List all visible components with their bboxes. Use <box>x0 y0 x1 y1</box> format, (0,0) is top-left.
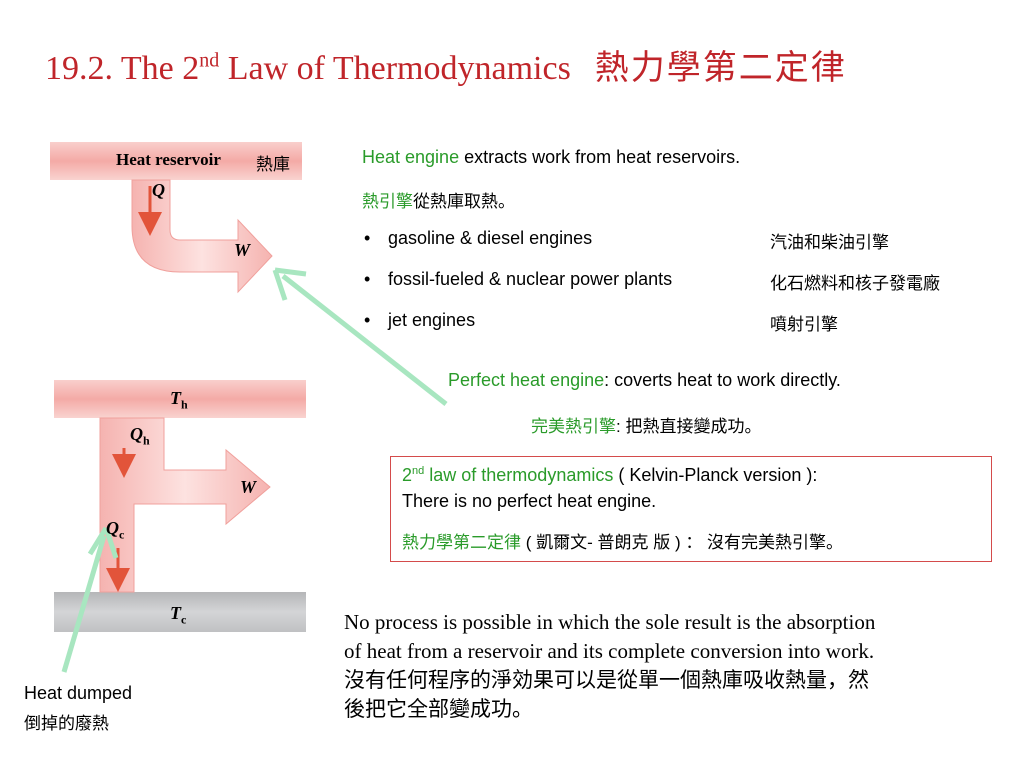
bottom-w-label: W <box>240 477 257 497</box>
heat-engine-rest: extracts work from heat reservoirs. <box>459 147 741 167</box>
second-law-box <box>390 456 992 562</box>
top-heat-flow-pipe <box>131 179 273 294</box>
heat-engine-rest-zh: 從熱庫取熱。 <box>413 192 515 211</box>
title-superscript: nd <box>199 49 220 72</box>
hot-reservoir-bar <box>54 380 306 418</box>
list-item-zh: 化石燃料和核子發電廠 <box>770 274 940 293</box>
heat-reservoir-label-zh: 熱庫 <box>256 155 290 174</box>
heat-dumped-label: Heat dumped <box>24 683 133 703</box>
pointer-arrows <box>61 267 448 673</box>
pointer-arrowhead-bottom <box>87 526 119 559</box>
th-label: Th <box>170 388 188 412</box>
kelvin-planck-statement: No process is possible in which the sole… <box>344 608 875 724</box>
second-law-line2: There is no perfect heat engine. <box>402 491 657 511</box>
title-text-rest: Law of Thermodynamics <box>219 50 571 87</box>
title-chinese: 熱力學第二定律 <box>594 50 847 87</box>
heat-engine-term: Heat engine <box>362 147 460 167</box>
bottom-engine-diagram <box>54 380 306 632</box>
tc-label: Tc <box>170 603 187 627</box>
title-text: 19.2. The 2 <box>45 50 200 87</box>
perfect-engine-line-zh: 完美熱引擎: 把熱直接變成功。 <box>531 412 761 437</box>
list-item: • jet engines <box>364 310 476 330</box>
pointer-arrow-to-heat-dumped <box>61 535 107 673</box>
top-w-label: W <box>234 240 251 260</box>
heat-engine-line-zh: 熱引擎從熱庫取熱。 <box>362 187 515 212</box>
cold-reservoir-bar <box>54 592 306 632</box>
heat-reservoir-label: Heat reservoir <box>116 150 221 169</box>
second-law-line1: 2nd law of thermodynamics ( Kelvin-Planc… <box>402 465 818 485</box>
bottom-heat-flow-pipe <box>99 417 271 593</box>
list-item: • gasoline & diesel engines <box>364 228 593 248</box>
statement-line: No process is possible in which the sole… <box>344 610 876 634</box>
list-item-zh: 汽油和柴油引擎 <box>770 233 889 252</box>
top-q-label: Q <box>152 180 165 200</box>
heat-reservoir-bar <box>50 142 302 180</box>
list-item-zh: 噴射引擎 <box>770 315 838 334</box>
second-law-term-zh: 熱力學第二定律 <box>402 533 521 552</box>
list-item: • fossil-fueled & nuclear power plants <box>364 269 673 289</box>
perfect-engine-term-zh: 完美熱引擎 <box>531 417 616 436</box>
top-engine-diagram <box>50 142 302 294</box>
perfect-engine-rest-zh: : 把熱直接變成功。 <box>616 417 762 436</box>
pointer-arrowhead-top <box>272 267 307 301</box>
statement-line: 沒有任何程序的淨効果可以是從單一個熱庫吸收熱量，然 <box>344 668 869 692</box>
heat-engine-line: Heat engine extracts work from heat rese… <box>362 147 740 168</box>
second-law-line-zh: 熱力學第二定律 ( 凱爾文- 普朗克 版 ) ： 沒有完美熱引擎。 <box>402 528 843 553</box>
statement-line: of heat from a reservoir and its complet… <box>344 639 875 663</box>
kelvin-planck-version-zh: ( 凱爾文- 普朗克 版 ) ： 沒有完美熱引擎。 <box>521 533 844 552</box>
qh-label: Qh <box>130 424 150 448</box>
pointer-arrow-to-top-engine <box>281 274 448 406</box>
heat-engine-term-zh: 熱引擎 <box>362 192 413 211</box>
kelvin-planck-version: ( Kelvin-Planck version ): <box>613 465 818 485</box>
heat-dumped-label-zh: 倒掉的廢熱 <box>24 714 109 733</box>
perfect-engine-term: Perfect heat engine <box>448 370 605 390</box>
qc-label: Qc <box>106 518 125 542</box>
second-law-term: law of thermodynamics <box>424 465 614 485</box>
statement-line: 後把它全部變成功。 <box>344 697 533 721</box>
slide-title: 19.2. The 2nd Law of Thermodynamics 熱力學第二… <box>45 40 847 89</box>
perfect-engine-line: Perfect heat engine: coverts heat to wor… <box>448 370 841 391</box>
perfect-engine-rest: : coverts heat to work directly. <box>604 370 841 390</box>
